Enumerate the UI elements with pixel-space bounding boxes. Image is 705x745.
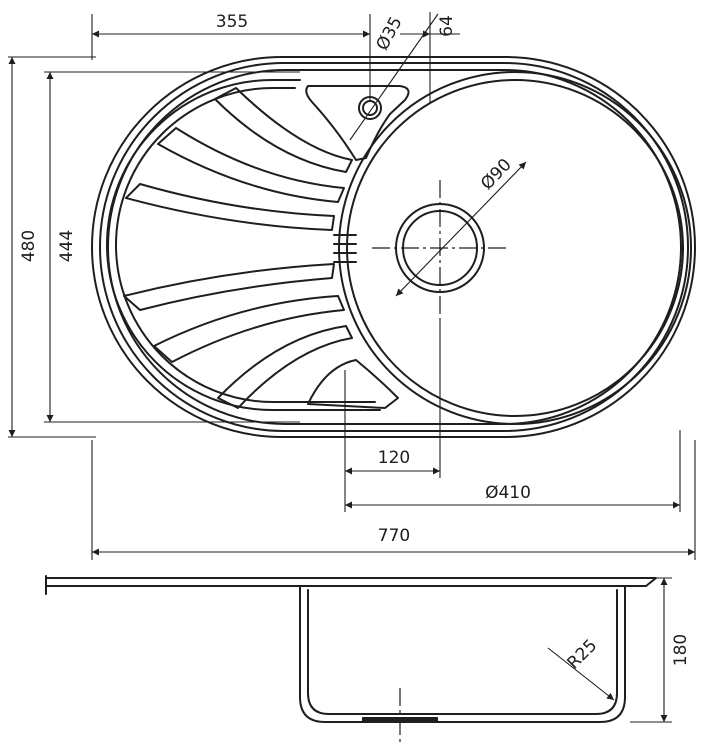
drainer-rib <box>125 183 335 231</box>
dim-444: 444 <box>57 230 77 262</box>
sink-rim-inner <box>99 62 689 432</box>
bowl-inner <box>346 79 684 417</box>
drainer-rib <box>214 87 353 173</box>
side-dimension-lines <box>547 577 672 723</box>
bowl-outer <box>338 71 692 425</box>
dim-180: 180 <box>671 634 691 666</box>
drainer-rib <box>307 359 399 409</box>
dimension-labels: 355 Ø35 64 480 444 Ø90 120 Ø410 770 R25 … <box>19 12 691 673</box>
drainer-rib <box>157 127 345 203</box>
dim-drain: Ø90 <box>477 155 516 194</box>
dim-radius: R25 <box>564 636 602 674</box>
tap-hole-pocket <box>305 85 410 161</box>
drainer-ribs <box>123 87 399 409</box>
dim-410: Ø410 <box>485 483 531 503</box>
side-view <box>45 575 657 745</box>
sink-rim-edge <box>107 69 682 425</box>
dim-355: 355 <box>216 12 248 32</box>
dim-480: 480 <box>19 230 39 262</box>
tap-hole-leader <box>349 13 439 141</box>
dimension-lines <box>8 12 696 560</box>
drainer-rib <box>153 295 345 363</box>
tap-hole-inner <box>362 100 378 116</box>
side-rim <box>45 577 657 587</box>
radius-leader <box>547 647 615 701</box>
drainer-area-inner <box>115 87 376 403</box>
drain-leader <box>395 161 527 297</box>
top-view <box>91 56 696 438</box>
sink-outer-rim <box>91 56 696 438</box>
drainer-rib <box>123 263 335 311</box>
drainer-area-outline <box>106 79 381 411</box>
dim-770: 770 <box>378 526 410 546</box>
dim-64: 64 <box>437 15 457 37</box>
dim-120: 120 <box>378 448 410 468</box>
bowl-profile-inner <box>307 589 618 715</box>
bowl-profile-outer <box>299 585 626 723</box>
drainer-rib <box>217 325 353 409</box>
overflow-slots <box>333 234 357 263</box>
